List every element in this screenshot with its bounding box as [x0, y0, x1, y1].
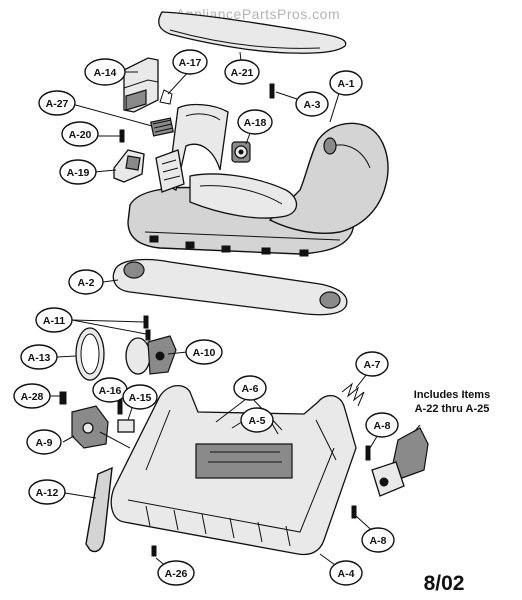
callout-a11: A-11 [35, 307, 73, 333]
svg-text:A-11: A-11 [43, 315, 65, 327]
svg-text:A-20: A-20 [69, 129, 92, 141]
svg-text:A-7: A-7 [364, 359, 381, 371]
hood-cover-panel [158, 11, 347, 54]
callout-a27: A-27 [38, 90, 76, 116]
belt-part [75, 327, 105, 381]
screw-a3 [269, 83, 275, 99]
plate-a15 [117, 419, 135, 433]
callout-a12: A-12 [28, 479, 66, 505]
svg-text:A-2: A-2 [78, 277, 95, 289]
svg-text:A-21: A-21 [231, 67, 254, 79]
screw-a28 [59, 391, 67, 405]
callout-a15: A-15 [122, 384, 158, 410]
svg-text:A-18: A-18 [244, 117, 267, 129]
svg-text:A-10: A-10 [193, 347, 216, 359]
body-housing [127, 103, 389, 257]
svg-text:A-6: A-6 [242, 383, 259, 395]
callout-a4: A-4 [329, 560, 363, 586]
svg-text:A-9: A-9 [36, 437, 53, 449]
clip-part [159, 89, 173, 105]
screw-a11-1 [143, 315, 149, 329]
svg-text:A-26: A-26 [165, 568, 188, 580]
callout-a5: A-5 [240, 407, 274, 433]
callout-a8-top: A-8 [365, 412, 399, 438]
svg-text:A-8: A-8 [370, 535, 387, 547]
callout-a7: A-7 [355, 351, 389, 377]
screw-a8-bottom [351, 505, 357, 519]
side-assembly-part [71, 405, 131, 449]
svg-text:A-13: A-13 [28, 352, 51, 364]
callout-a16: A-16 [92, 377, 128, 403]
callout-a6: A-6 [233, 375, 267, 401]
svg-text:A-5: A-5 [249, 415, 266, 427]
callout-a9: A-9 [26, 429, 62, 455]
svg-text:A-8: A-8 [374, 420, 391, 432]
svg-text:A-15: A-15 [129, 392, 152, 404]
callout-a1: A-1 [329, 70, 363, 96]
callout-a8-bottom: A-8 [361, 527, 395, 553]
wheel-assembly-part [125, 335, 177, 375]
svg-text:A-27: A-27 [46, 98, 69, 110]
svg-text:A-16: A-16 [99, 385, 122, 397]
base-frame-part [110, 385, 357, 556]
svg-text:A-28: A-28 [21, 391, 44, 403]
revision-date: 8/02 [424, 572, 465, 595]
svg-text:A-4: A-4 [338, 568, 355, 580]
brushroll-part [85, 466, 113, 553]
callout-a17: A-17 [172, 49, 208, 75]
svg-text:A-17: A-17 [179, 57, 202, 69]
svg-text:A-19: A-19 [67, 167, 90, 179]
svg-text:A-1: A-1 [338, 78, 355, 90]
svg-text:A-3: A-3 [304, 99, 321, 111]
callout-a28: A-28 [13, 383, 51, 409]
pedal-assembly-part [371, 427, 429, 497]
screw-a11-2 [145, 329, 151, 341]
callout-a19: A-19 [59, 159, 97, 185]
includes-note-line1: Includes Items [414, 389, 490, 401]
callout-a13: A-13 [20, 344, 58, 370]
callout-a2: A-2 [68, 269, 104, 295]
screw-a26 [151, 545, 157, 557]
callout-labels: A-14 A-17 A-21 A-1 A-3 A-27 A-20 A-18 A-… [13, 49, 399, 586]
screw-a8-top [365, 445, 371, 461]
spring-part [341, 382, 365, 407]
pulley-part [231, 141, 251, 163]
part-drawings [59, 11, 429, 557]
callout-a21: A-21 [224, 59, 260, 85]
callout-a26: A-26 [157, 560, 195, 586]
callout-a18: A-18 [237, 109, 273, 135]
svg-text:A-12: A-12 [36, 487, 59, 499]
callout-a14: A-14 [84, 58, 126, 86]
bumper-part [112, 258, 348, 316]
includes-note-line2: A-22 thru A-25 [415, 403, 490, 415]
small-screw [119, 129, 125, 143]
callout-a20: A-20 [61, 121, 99, 147]
callout-a3: A-3 [295, 91, 329, 117]
callout-a10: A-10 [185, 339, 223, 365]
svg-text:A-14: A-14 [94, 67, 117, 79]
